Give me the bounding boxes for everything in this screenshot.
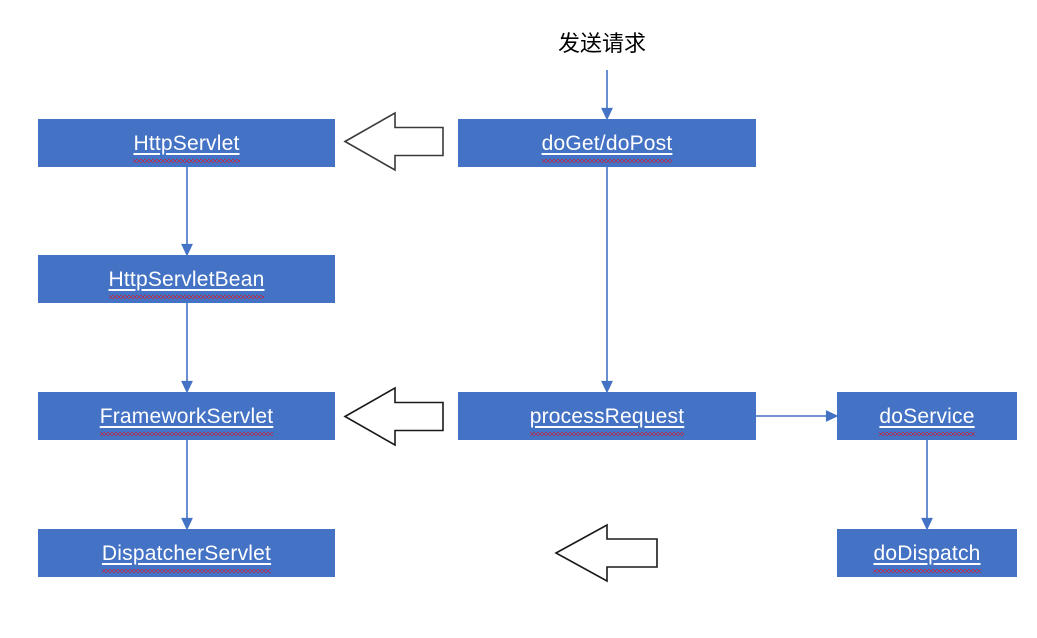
node-label-process-request: processRequest (529, 404, 685, 436)
node-framework-servlet[interactable]: FrameworkServlet (38, 392, 335, 440)
node-label-dispatcher-servlet: DispatcherServlet (101, 541, 272, 573)
caption-send-request: 发送请求 (558, 31, 647, 56)
node-do-dispatch[interactable]: doDispatch (837, 529, 1017, 577)
node-process-request[interactable]: processRequest (458, 392, 756, 440)
node-http-servlet[interactable]: HttpServlet (38, 119, 335, 167)
node-label-framework-servlet: FrameworkServlet (99, 404, 274, 436)
node-label-do-dispatch: doDispatch (873, 541, 981, 573)
block-arrow-doget-to-httpservlet[interactable] (343, 111, 444, 172)
node-do-get-do-post[interactable]: doGet/doPost (458, 119, 756, 167)
node-dispatcher-servlet[interactable]: DispatcherServlet (38, 529, 335, 577)
node-label-http-servlet-bean: HttpServletBean (108, 267, 265, 299)
block-arrow-dodispatch-to-dispatcherservlet[interactable] (554, 523, 658, 583)
node-label-do-get-do-post: doGet/doPost (541, 131, 673, 163)
node-label-do-service: doService (879, 404, 975, 436)
node-do-service[interactable]: doService (837, 392, 1017, 440)
block-arrow-processrequest-to-frameworkservlet[interactable] (343, 386, 444, 447)
node-label-http-servlet: HttpServlet (133, 131, 240, 163)
node-http-servlet-bean[interactable]: HttpServletBean (38, 255, 335, 303)
